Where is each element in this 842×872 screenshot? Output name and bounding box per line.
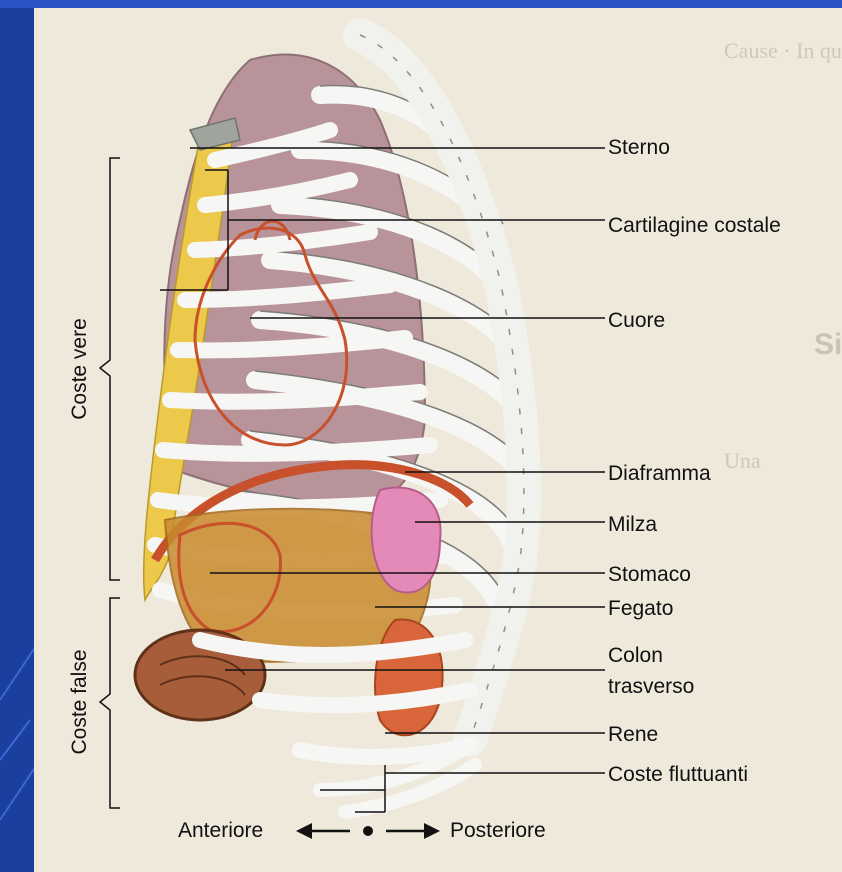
label-posteriore: Posteriore	[450, 819, 546, 843]
label-coste-fluttuanti: Coste fluttuanti	[608, 763, 748, 787]
direction-indicator	[296, 823, 440, 839]
label-coste-vere: Coste vere	[68, 309, 92, 429]
coste-vere-brace	[100, 158, 120, 580]
label-milza: Milza	[608, 513, 657, 537]
label-cartilagine-costale: Cartilagine costale	[608, 214, 781, 238]
coste-false-brace	[100, 598, 120, 808]
label-sterno: Sterno	[608, 136, 670, 160]
label-colon: Colon	[608, 644, 663, 668]
label-coste-false: Coste false	[68, 642, 92, 762]
label-trasverso: trasverso	[608, 675, 694, 699]
label-fegato: Fegato	[608, 597, 673, 621]
spleen	[372, 487, 441, 592]
kidney	[375, 620, 443, 736]
label-cuore: Cuore	[608, 309, 665, 333]
label-rene: Rene	[608, 723, 658, 747]
label-stomaco: Stomaco	[608, 563, 691, 587]
label-diaframma: Diaframma	[608, 462, 711, 486]
label-anteriore: Anteriore	[178, 819, 263, 843]
